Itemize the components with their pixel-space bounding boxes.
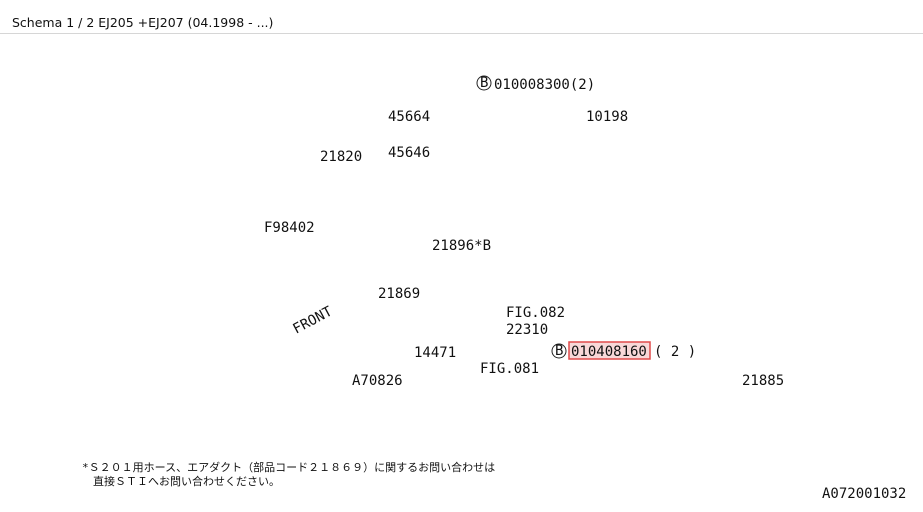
label-part-45664[interactable]: 45664 <box>388 109 430 125</box>
label-part-21885[interactable]: 21885 <box>742 373 784 389</box>
label-part-45646[interactable]: 45646 <box>388 145 430 161</box>
highlight-box <box>568 341 651 360</box>
b-symbol-top-letter: B <box>480 75 488 91</box>
b-symbol-bottom <box>551 343 567 359</box>
b-symbol-bottom-letter: B <box>555 343 563 359</box>
header-divider <box>0 33 923 34</box>
footnote-line-1: *Ｓ２０１用ホース、エアダクト（部品コード２１８６９）に関するお問い合わせは <box>82 460 495 474</box>
label-front: FRONT <box>290 303 335 337</box>
diagram-code: A072001032 <box>822 486 906 502</box>
label-bolt-qty-bottom: ( 2 ) <box>654 344 696 360</box>
label-part-10198[interactable]: 10198 <box>586 109 628 125</box>
page-title: Schema 1 / 2 EJ205 +EJ207 (04.1998 - ...… <box>12 15 274 30</box>
label-part-21869[interactable]: 21869 <box>378 286 420 302</box>
b-symbol-top <box>476 75 492 91</box>
label-part-f98402[interactable]: F98402 <box>264 220 315 236</box>
label-part-14471[interactable]: 14471 <box>414 345 456 361</box>
header: Schema 1 / 2 EJ205 +EJ207 (04.1998 - ...… <box>0 0 923 46</box>
label-part-a70826[interactable]: A70826 <box>352 373 403 389</box>
label-fig-082[interactable]: FIG.082 <box>506 305 565 321</box>
label-fig-081[interactable]: FIG.081 <box>480 361 539 377</box>
footnote-line-2: 直接ＳＴＩへお問い合わせください。 <box>93 474 280 488</box>
label-part-22310[interactable]: 22310 <box>506 322 548 338</box>
parts-diagram: B 010008300(2) 45664 10198 21820 45646 F… <box>82 75 906 502</box>
label-bolt-code-bottom[interactable]: 010408160 <box>571 344 647 360</box>
label-part-21820[interactable]: 21820 <box>320 149 362 165</box>
label-bolt-code-top[interactable]: 010008300(2) <box>494 77 595 93</box>
label-part-21896b[interactable]: 21896*B <box>432 238 491 254</box>
